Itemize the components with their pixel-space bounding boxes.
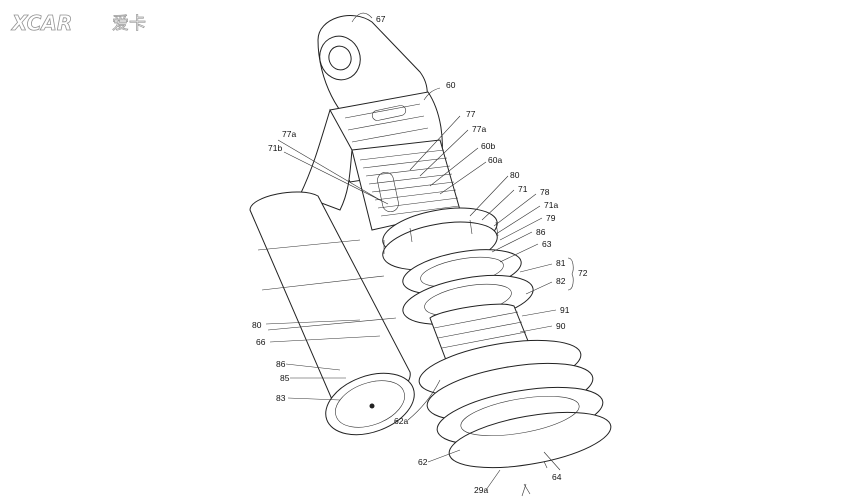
leader-lines [265, 12, 561, 497]
label-85: 85 [280, 373, 290, 383]
watermark-logo: XCAR 爱卡 [10, 11, 147, 36]
label-80-left: 80 [252, 320, 262, 330]
label-77: 77 [466, 109, 476, 119]
label-60b: 60b [481, 141, 495, 151]
label-80-right: 80 [510, 170, 520, 180]
label-71b: 71b [268, 143, 282, 153]
reservoir [249, 191, 415, 436]
label-77a-right: 77a [472, 124, 486, 134]
coil-spring [418, 339, 612, 469]
label-83: 83 [276, 393, 286, 403]
label-62: 62 [418, 457, 428, 467]
label-60: 60 [446, 80, 456, 90]
label-64: 64 [552, 472, 562, 482]
label-82: 82 [556, 276, 566, 286]
watermark-chinese: 爱卡 [112, 14, 146, 34]
label-72: 72 [578, 268, 588, 278]
reference-labels: 67 60 77 77a 77a 71b 60b 60a 80 71 78 71… [252, 14, 588, 495]
label-71a: 71a [544, 200, 558, 210]
label-86-right: 86 [536, 227, 546, 237]
label-63: 63 [542, 239, 552, 249]
label-66: 66 [256, 337, 266, 347]
label-81: 81 [556, 258, 566, 268]
label-78: 78 [540, 187, 550, 197]
label-86-left: 86 [276, 359, 286, 369]
watermark-brand: XCAR [10, 11, 72, 35]
label-79: 79 [546, 213, 556, 223]
label-60a: 60a [488, 155, 502, 165]
label-91: 91 [560, 305, 570, 315]
label-29a: 29a [474, 485, 488, 495]
label-62a: 62a [394, 416, 408, 426]
label-71: 71 [518, 184, 528, 194]
label-77a-left: 77a [282, 129, 296, 139]
label-67: 67 [376, 14, 386, 24]
bracket-72 [567, 257, 574, 291]
label-90: 90 [556, 321, 566, 331]
